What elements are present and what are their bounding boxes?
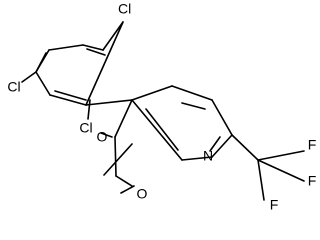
bond-20 <box>209 136 221 152</box>
atom-label-cl-mid: Cl <box>79 120 92 136</box>
bond-1 <box>82 44 104 51</box>
atom-label-o-carbonyl: O <box>97 129 108 145</box>
bond-29 <box>257 150 305 161</box>
bond-12 <box>85 99 133 106</box>
bond-18 <box>131 99 183 161</box>
atom-label-cl-top: Cl <box>118 1 131 17</box>
atom-label-n-ring: N <box>203 148 213 164</box>
bond-5 <box>49 94 87 106</box>
bond-15 <box>211 99 233 136</box>
atom-label-f-bottom: F <box>270 197 279 213</box>
bond-4 <box>35 71 51 96</box>
bond-14 <box>171 85 213 101</box>
bond-2 <box>48 44 84 51</box>
bond-17 <box>181 156 213 161</box>
bond-25 <box>103 143 133 176</box>
bond-9 <box>54 90 87 101</box>
bond-24 <box>100 132 113 138</box>
bond-11 <box>87 99 91 120</box>
bond-6 <box>85 21 124 106</box>
bond-30 <box>257 159 305 182</box>
bond-26 <box>115 175 133 187</box>
bond-13 <box>131 85 173 101</box>
bond-16 <box>211 134 233 158</box>
bond-8 <box>35 52 47 73</box>
bond-10 <box>21 71 37 83</box>
atom-labels: Cl Cl Cl N O O F F F <box>7 1 316 213</box>
bond-19 <box>181 102 206 110</box>
bond-27 <box>120 185 135 194</box>
atom-label-f-right: F <box>308 173 317 189</box>
atom-label-o-methoxy: O <box>137 186 148 202</box>
atom-label-f-top: F <box>308 137 317 153</box>
bond-28 <box>231 134 259 161</box>
bond-23 <box>114 136 117 177</box>
bond-0 <box>102 21 124 51</box>
bond-7 <box>86 48 106 56</box>
bond-31 <box>257 159 265 201</box>
chemical-structure: Cl Cl Cl N O O F F F <box>7 1 316 213</box>
bond-21 <box>145 108 179 151</box>
bond-lines <box>21 21 305 201</box>
bond-22 <box>114 99 133 138</box>
atom-label-cl-left: Cl <box>7 79 20 95</box>
